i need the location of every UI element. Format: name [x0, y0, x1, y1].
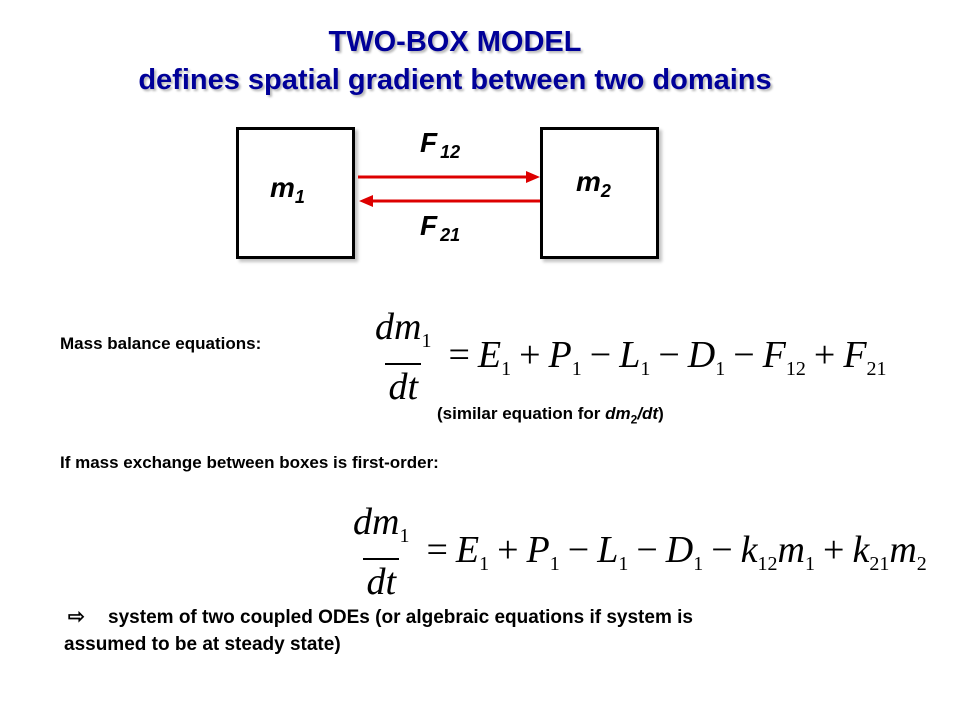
box-2 [540, 127, 659, 259]
equation-subscript: 1 [479, 553, 490, 575]
equation-rhs: =E1+P1−L1−D1−k12m1+k21m2 [418, 528, 926, 576]
equation-subscript: 1 [571, 358, 582, 380]
equation-term: −L1 [582, 334, 651, 380]
equation-variable: P [548, 334, 572, 376]
equation-subscript: 1 [549, 553, 560, 575]
equation-operator: + [519, 334, 541, 376]
equation-term: +F21 [806, 334, 887, 380]
equation-variable: F [843, 334, 867, 376]
equation-subscript: 1 [618, 553, 629, 575]
equation-variable: L [619, 334, 641, 376]
equation-subscript: 2 [916, 553, 927, 575]
equation-variable: m [889, 529, 917, 571]
equation-variable: D [665, 529, 694, 571]
equation-variable: m [777, 529, 805, 571]
box-1 [236, 127, 355, 259]
equation-variable: F [762, 334, 786, 376]
derivative-fraction: dm1 dt [375, 306, 432, 408]
equation-operator: − [589, 334, 612, 376]
right-arrow-icon: ⇨ [68, 606, 85, 628]
equation-term: =E1 [440, 334, 511, 380]
first-order-label: If mass exchange between boxes is first-… [60, 453, 439, 472]
derivative-fraction: dm1 dt [353, 501, 410, 603]
equation-variable: E [477, 334, 502, 376]
equation-operator: + [823, 529, 845, 571]
equation-variable: k [740, 529, 758, 571]
box-2-label: m2 [576, 166, 611, 201]
equation-variable: L [597, 529, 619, 571]
equation-term: +k21m2 [815, 529, 927, 575]
mass-balance-equation: dm1 dt =E1+P1−L1−D1−F12+F21 [372, 305, 887, 409]
equation-operator: = [448, 334, 470, 376]
equation-term: =E1 [418, 529, 489, 575]
equation-operator: − [636, 529, 658, 571]
equation-variable: P [526, 529, 550, 571]
flux-21-arrowhead [359, 195, 373, 207]
equation-term: +P1 [511, 334, 582, 380]
equation-subscript: 21 [866, 358, 887, 380]
equation-term: −L1 [560, 529, 629, 575]
equation-term: −D1 [628, 529, 703, 575]
equation-operator: = [426, 529, 448, 571]
equation-operator: − [658, 334, 680, 376]
conclusion-line-2: assumed to be at steady state) [64, 634, 341, 655]
equation-term: +P1 [489, 529, 560, 575]
similar-equation-note: (similar equation for dm2/dt) [437, 404, 664, 427]
equation-operator: − [711, 529, 733, 571]
equation-operator: − [733, 334, 755, 376]
equation-rhs: =E1+P1−L1−D1−F12+F21 [440, 333, 886, 381]
flux-12-arrowhead [526, 171, 540, 183]
equation-variable: E [455, 529, 480, 571]
equation-subscript: 1 [715, 358, 726, 380]
slide-subtitle: defines spatial gradient between two dom… [138, 64, 772, 96]
equation-subscript: 12 [785, 358, 806, 380]
equation-subscript: 1 [640, 358, 651, 380]
equation-variable: D [687, 334, 716, 376]
equation-term: −F12 [725, 334, 806, 380]
equation-subscript: 1 [693, 553, 704, 575]
equation-subscript: 1 [501, 358, 512, 380]
equation-term: −D1 [650, 334, 725, 380]
mass-balance-label: Mass balance equations: [60, 334, 262, 353]
slide-title: TWO-BOX MODEL [328, 26, 582, 58]
equation-variable: k [852, 529, 870, 571]
box-1-label: m1 [270, 172, 305, 207]
equation-term: −k12m1 [703, 529, 815, 575]
equation-operator: + [813, 334, 836, 376]
conclusion-line-1: ⇨ system of two coupled ODEs (or algebra… [68, 606, 693, 628]
equation-subscript: 1 [805, 553, 815, 575]
first-order-equation: dm1 dt =E1+P1−L1−D1−k12m1+k21m2 [350, 500, 927, 604]
equation-subscript: 12 [757, 553, 778, 575]
equation-operator: − [567, 529, 590, 571]
equation-operator: + [497, 529, 519, 571]
equation-subscript: 21 [869, 553, 890, 575]
